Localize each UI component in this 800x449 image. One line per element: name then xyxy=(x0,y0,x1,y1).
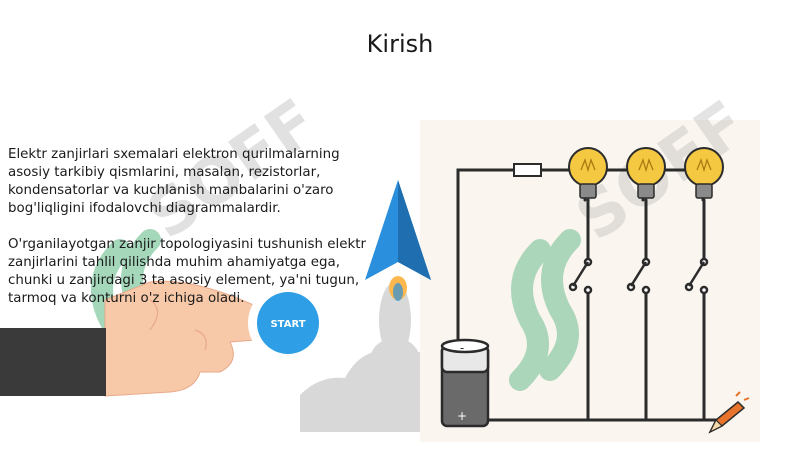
resistor-icon xyxy=(513,163,542,177)
battery-minus-label: - xyxy=(460,341,464,355)
bulb-icon xyxy=(626,147,666,199)
switch-icon xyxy=(626,257,651,295)
start-button[interactable]: START xyxy=(248,283,328,363)
switch-icon xyxy=(684,257,709,295)
slide-body: Elektr zanjirlari sxemalari elektron qur… xyxy=(8,146,370,326)
start-button-label: START xyxy=(270,319,305,330)
body-paragraph-1: Elektr zanjirlari sxemalari elektron qur… xyxy=(8,147,340,216)
slide-title: Kirish xyxy=(366,30,434,58)
switch-icon xyxy=(568,257,593,295)
dark-corner-block xyxy=(0,328,106,396)
body-paragraph-2: O'rganilayotgan zanjir topologiyasini tu… xyxy=(8,237,366,306)
bulb-icon xyxy=(684,147,724,199)
battery-plus-label: + xyxy=(457,409,467,423)
battery-icon: - + xyxy=(440,338,490,428)
smoke-cloud xyxy=(300,282,420,432)
rocket-icon xyxy=(365,180,431,301)
bulb-icon xyxy=(568,147,608,199)
pencil-icon xyxy=(708,391,750,434)
